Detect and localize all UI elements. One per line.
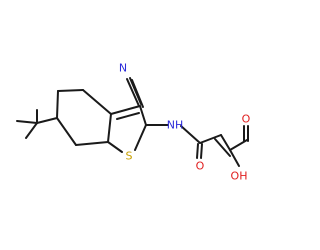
bond [131, 79, 144, 108]
bond [56, 90, 59, 119]
bond [107, 141, 123, 153]
bond [36, 117, 58, 124]
tert-butyl-group [16, 109, 58, 139]
chemical-structure-diagram: N NH S O O OH [16, 62, 250, 183]
bond [16, 120, 38, 124]
amide-linkage [145, 124, 203, 159]
bond [229, 149, 240, 167]
amide-oxygen-label: O [196, 160, 205, 173]
bond [196, 143, 199, 159]
bond [126, 78, 140, 107]
acid-carbonyl-oxygen-label: O [242, 113, 250, 126]
butenoic-acid-chain [199, 125, 249, 167]
bond [139, 105, 147, 126]
amide-nh-label: NH [167, 119, 184, 132]
thiophene-ring [107, 105, 147, 153]
bond [107, 113, 112, 143]
bond [220, 134, 231, 151]
bond [180, 125, 201, 144]
bond [110, 105, 141, 115]
nitrile-nitrogen-label: N [119, 62, 127, 75]
cyclohexene-ring [56, 89, 112, 146]
bond [25, 122, 38, 139]
bond [214, 138, 231, 157]
bond [82, 89, 112, 115]
bond [116, 112, 140, 120]
bond [56, 117, 77, 146]
bond [57, 89, 84, 92]
bond [200, 143, 203, 159]
acid-hydroxyl-label: OH [231, 170, 248, 183]
bond [199, 134, 222, 144]
thiophene-sulfur-label: S [126, 150, 133, 163]
bond [134, 124, 147, 151]
bond [75, 141, 109, 146]
nitrile-group [126, 77, 144, 108]
